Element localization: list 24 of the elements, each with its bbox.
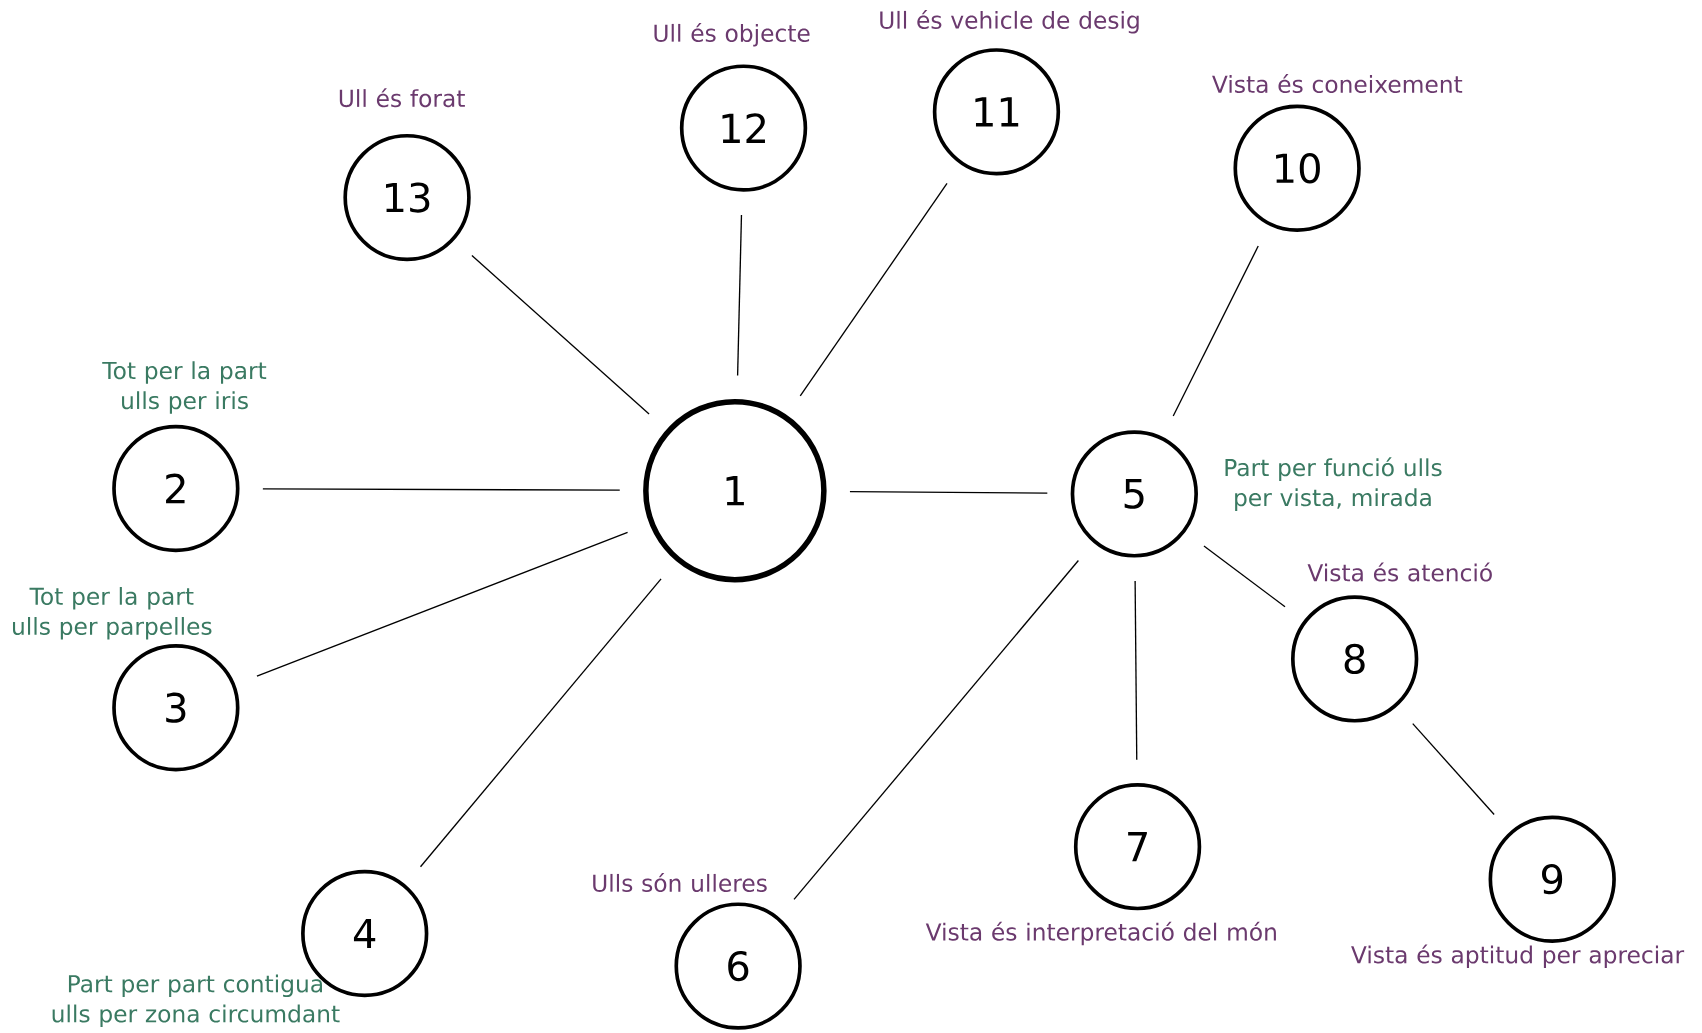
node-label: Ull és forat bbox=[339, 88, 465, 108]
node-label: Vista és aptitud per apreciar bbox=[1351, 944, 1685, 968]
connector-line bbox=[799, 182, 948, 397]
node-label: Tot per la part ulls per parpelles bbox=[13, 586, 212, 640]
connector-line bbox=[793, 559, 1080, 900]
connector-line bbox=[471, 254, 650, 415]
node-label: Part per funció ulls per vista, mirada bbox=[1225, 457, 1442, 511]
node-label: Ulls són ulleres bbox=[593, 872, 767, 892]
connector-line bbox=[1412, 722, 1495, 815]
node-label: Ull és vehicle de desig bbox=[880, 9, 1139, 34]
node-label: Vista és atenció bbox=[1307, 562, 1492, 582]
connector-line bbox=[256, 531, 629, 677]
node-label: Vista és coneixement bbox=[1212, 73, 1463, 93]
connector-line bbox=[1172, 245, 1259, 417]
node-label: Tot per la part ulls per iris bbox=[102, 361, 267, 414]
connector-line bbox=[1203, 545, 1286, 608]
node-label: Ull és objecte bbox=[654, 22, 810, 47]
node-label: Vista és interpretació del món bbox=[925, 921, 1276, 946]
connector-line bbox=[419, 578, 662, 868]
connector-line bbox=[1134, 580, 1138, 761]
connector-line bbox=[262, 487, 621, 491]
node-label: Part per part contigua ulls per zona circumdant bbox=[52, 974, 340, 1027]
connector-line bbox=[849, 490, 1048, 494]
connector-line bbox=[736, 214, 743, 377]
